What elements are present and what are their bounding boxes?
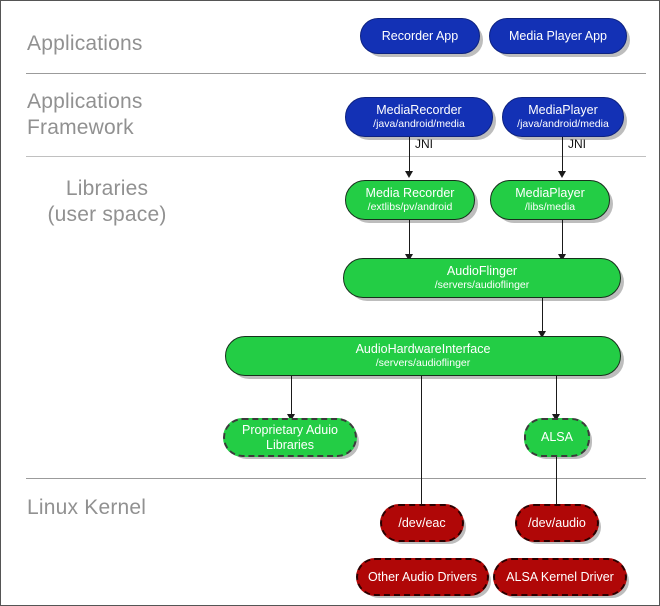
layer-label-applications: Applications [27,32,143,55]
arrowhead-audiohw-proprietary [287,414,295,421]
arrowhead-mediarecorder-jni [405,171,413,178]
node-media-recorder-library-path: /extlibs/pv/android [367,201,453,213]
node-media-player-app[interactable]: Media Player App [489,18,627,54]
node-audiohardwareinterface[interactable]: AudioHardwareInterface /servers/audiofli… [225,336,621,376]
node-audiohardwareinterface-title: AudioHardwareInterface [355,342,491,356]
node-mediaplayer-framework-title: MediaPlayer [528,103,598,117]
connector-mediarecorder-jni [409,137,410,173]
connector-audioflinger-audiohardwareinterface [542,298,543,333]
edge-label-jni-right: JNI [568,137,586,151]
divider-applications [26,73,646,74]
connector-mediaplayer-jni [562,137,563,173]
layer-label-applications-framework: Applications Framework [27,90,143,139]
node-alsa-kernel-driver-title: ALSA Kernel Driver [506,569,614,584]
node-mediarecorder-framework-path: /java/android/media [373,118,465,130]
node-proprietary-audio-libraries-title: Proprietary Aduio [242,422,338,437]
node-media-player-app-title: Media Player App [509,28,607,43]
node-proprietary-audio-libraries-line2: Libraries [266,437,314,452]
connector-mediarecorderlib-audioflinger [409,220,410,256]
divider-linux-kernel [26,478,646,479]
layer-label-libraries: Libraries (user space) [47,177,167,226]
node-dev-eac-title: /dev/eac [398,515,446,530]
node-media-recorder-library-title: Media Recorder [365,186,455,200]
node-other-audio-drivers-title: Other Audio Drivers [367,569,478,584]
connector-audiohw-dev-eac [421,376,422,507]
node-media-player-library-title: MediaPlayer [515,186,585,200]
node-other-audio-drivers[interactable]: Other Audio Drivers [356,558,489,596]
node-mediarecorder-framework[interactable]: MediaRecorder /java/android/media [345,97,493,137]
node-media-player-library-path: /libs/media [524,201,576,213]
node-recorder-app[interactable]: Recorder App [360,18,480,54]
layer-label-linux-kernel: Linux Kernel [27,496,147,519]
node-dev-eac[interactable]: /dev/eac [380,504,464,542]
node-mediaplayer-framework[interactable]: MediaPlayer /java/android/media [502,97,624,137]
node-mediarecorder-framework-title: MediaRecorder [376,103,462,117]
connector-mediaplayerlib-audioflinger [562,220,563,256]
connector-audiohw-proprietary [291,376,292,416]
divider-applications-framework [26,156,646,157]
node-media-recorder-library[interactable]: Media Recorder /extlibs/pv/android [345,180,475,220]
node-dev-audio-title: /dev/audio [528,515,586,530]
node-alsa-title: ALSA [541,430,573,444]
node-audioflinger-title: AudioFlinger [446,264,518,278]
node-recorder-app-title: Recorder App [381,28,459,43]
node-audioflinger[interactable]: AudioFlinger /servers/audioflinger [343,258,621,298]
arrowhead-audiohw-alsa [552,414,560,421]
arrowhead-audioflinger-audiohardwareinterface [538,331,546,338]
node-alsa-kernel-driver[interactable]: ALSA Kernel Driver [493,558,627,596]
node-proprietary-audio-libraries[interactable]: Proprietary Aduio Libraries [223,418,357,457]
connector-alsa-dev-audio [556,457,557,507]
node-mediaplayer-framework-path: /java/android/media [517,118,609,130]
node-media-player-library[interactable]: MediaPlayer /libs/media [490,180,610,220]
node-alsa[interactable]: ALSA [524,418,590,457]
node-dev-audio[interactable]: /dev/audio [515,504,599,542]
node-audioflinger-path: /servers/audioflinger [434,279,530,291]
edge-label-jni-left: JNI [415,137,433,151]
connector-audiohw-alsa [556,376,557,416]
arrowhead-mediaplayer-jni [558,171,566,178]
node-audiohardwareinterface-path: /servers/audioflinger [375,357,471,369]
